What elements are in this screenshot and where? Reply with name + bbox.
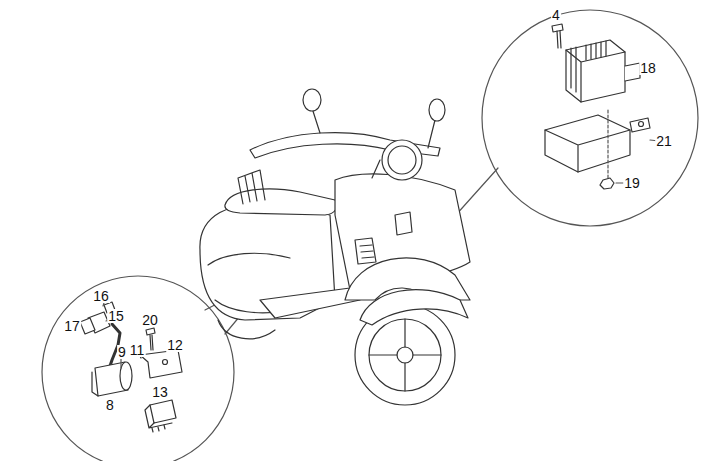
- relay: [145, 400, 176, 432]
- callout-number: 4: [551, 8, 561, 22]
- voltage-regulator: [566, 40, 648, 102]
- callout-number: 13: [151, 385, 169, 399]
- callout-number: 17: [63, 319, 81, 333]
- callout-number: 20: [141, 313, 159, 327]
- callout-number: 21: [655, 134, 673, 148]
- callout-number: 8: [105, 398, 115, 412]
- screw: [552, 24, 563, 48]
- screw: [146, 328, 155, 350]
- nut: [600, 178, 626, 189]
- bracket: [545, 110, 659, 178]
- callout-number: 16: [92, 289, 110, 303]
- detail-circle: [482, 10, 698, 226]
- callout-number: 18: [639, 61, 657, 75]
- callout-number: 19: [623, 176, 641, 190]
- callout-number: 11: [129, 343, 146, 357]
- scooter: [200, 89, 470, 405]
- detail-circle: [42, 276, 234, 461]
- callout-number: 15: [107, 309, 125, 323]
- ignition-coil: [92, 357, 132, 396]
- callout-number: 12: [166, 338, 184, 352]
- callout-number: 9: [117, 345, 127, 359]
